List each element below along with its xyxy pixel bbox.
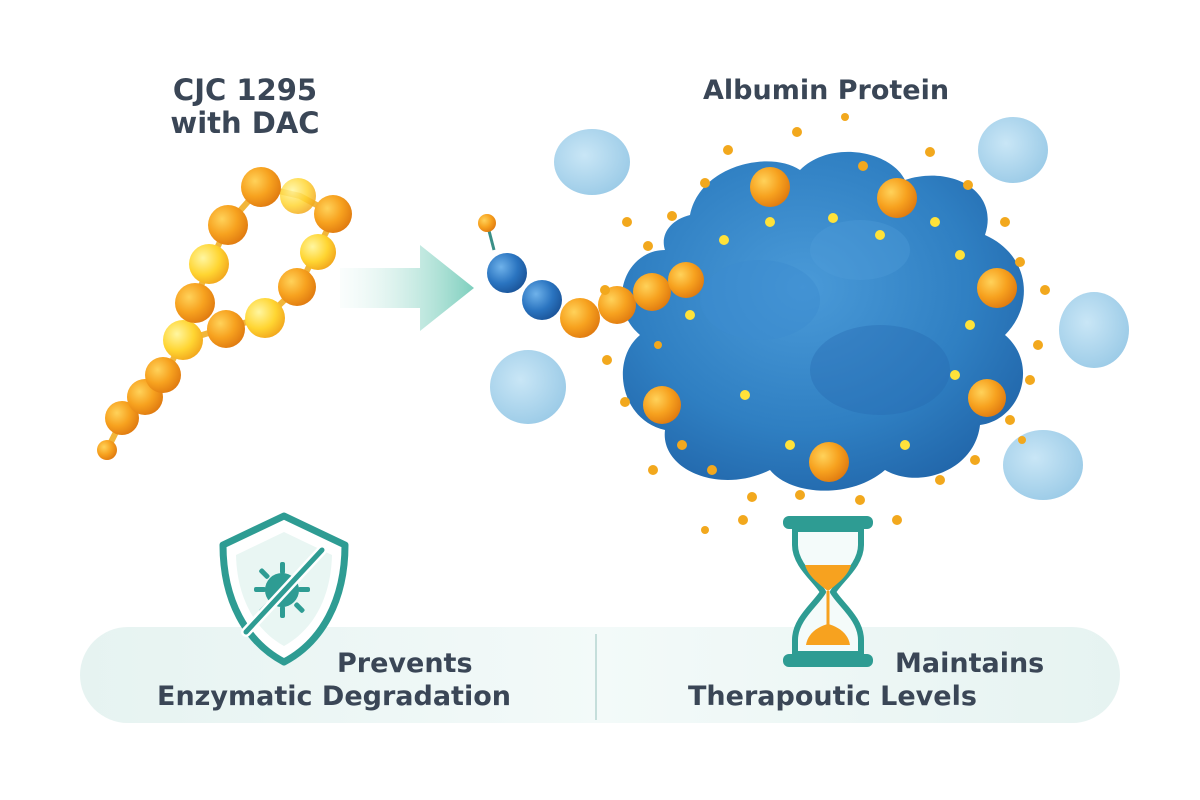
albumin-protein — [621, 151, 1024, 491]
binding-arrow — [340, 245, 474, 331]
peptide-title: CJC 1295 with DAC — [150, 73, 340, 141]
albumin-title: Albumin Protein — [703, 75, 950, 106]
peptide-title-line1: CJC 1295 — [172, 73, 318, 107]
inner-dots — [685, 213, 975, 450]
cell — [1003, 430, 1083, 500]
cell — [554, 129, 630, 195]
shield-enzyme-blocked-icon — [219, 512, 349, 666]
cell — [490, 350, 566, 424]
scattered-dots — [600, 113, 1050, 534]
dac-linker — [478, 214, 704, 338]
cell — [978, 117, 1048, 183]
cell — [1059, 292, 1129, 368]
benefit-left-line2: Enzymatic Degradation — [157, 681, 511, 712]
peptide-chain — [97, 167, 352, 460]
benefit-right-line2: Therapoutic Levels — [688, 681, 977, 712]
benefit-left-line1: Prevents — [337, 648, 473, 679]
peptide-title-line2: with DAC — [170, 106, 320, 141]
hourglass-icon — [783, 516, 873, 667]
albumin-surface-beads — [643, 167, 1017, 482]
benefit-right-line1: Maintains — [895, 648, 1045, 679]
background-cells — [490, 117, 1129, 500]
